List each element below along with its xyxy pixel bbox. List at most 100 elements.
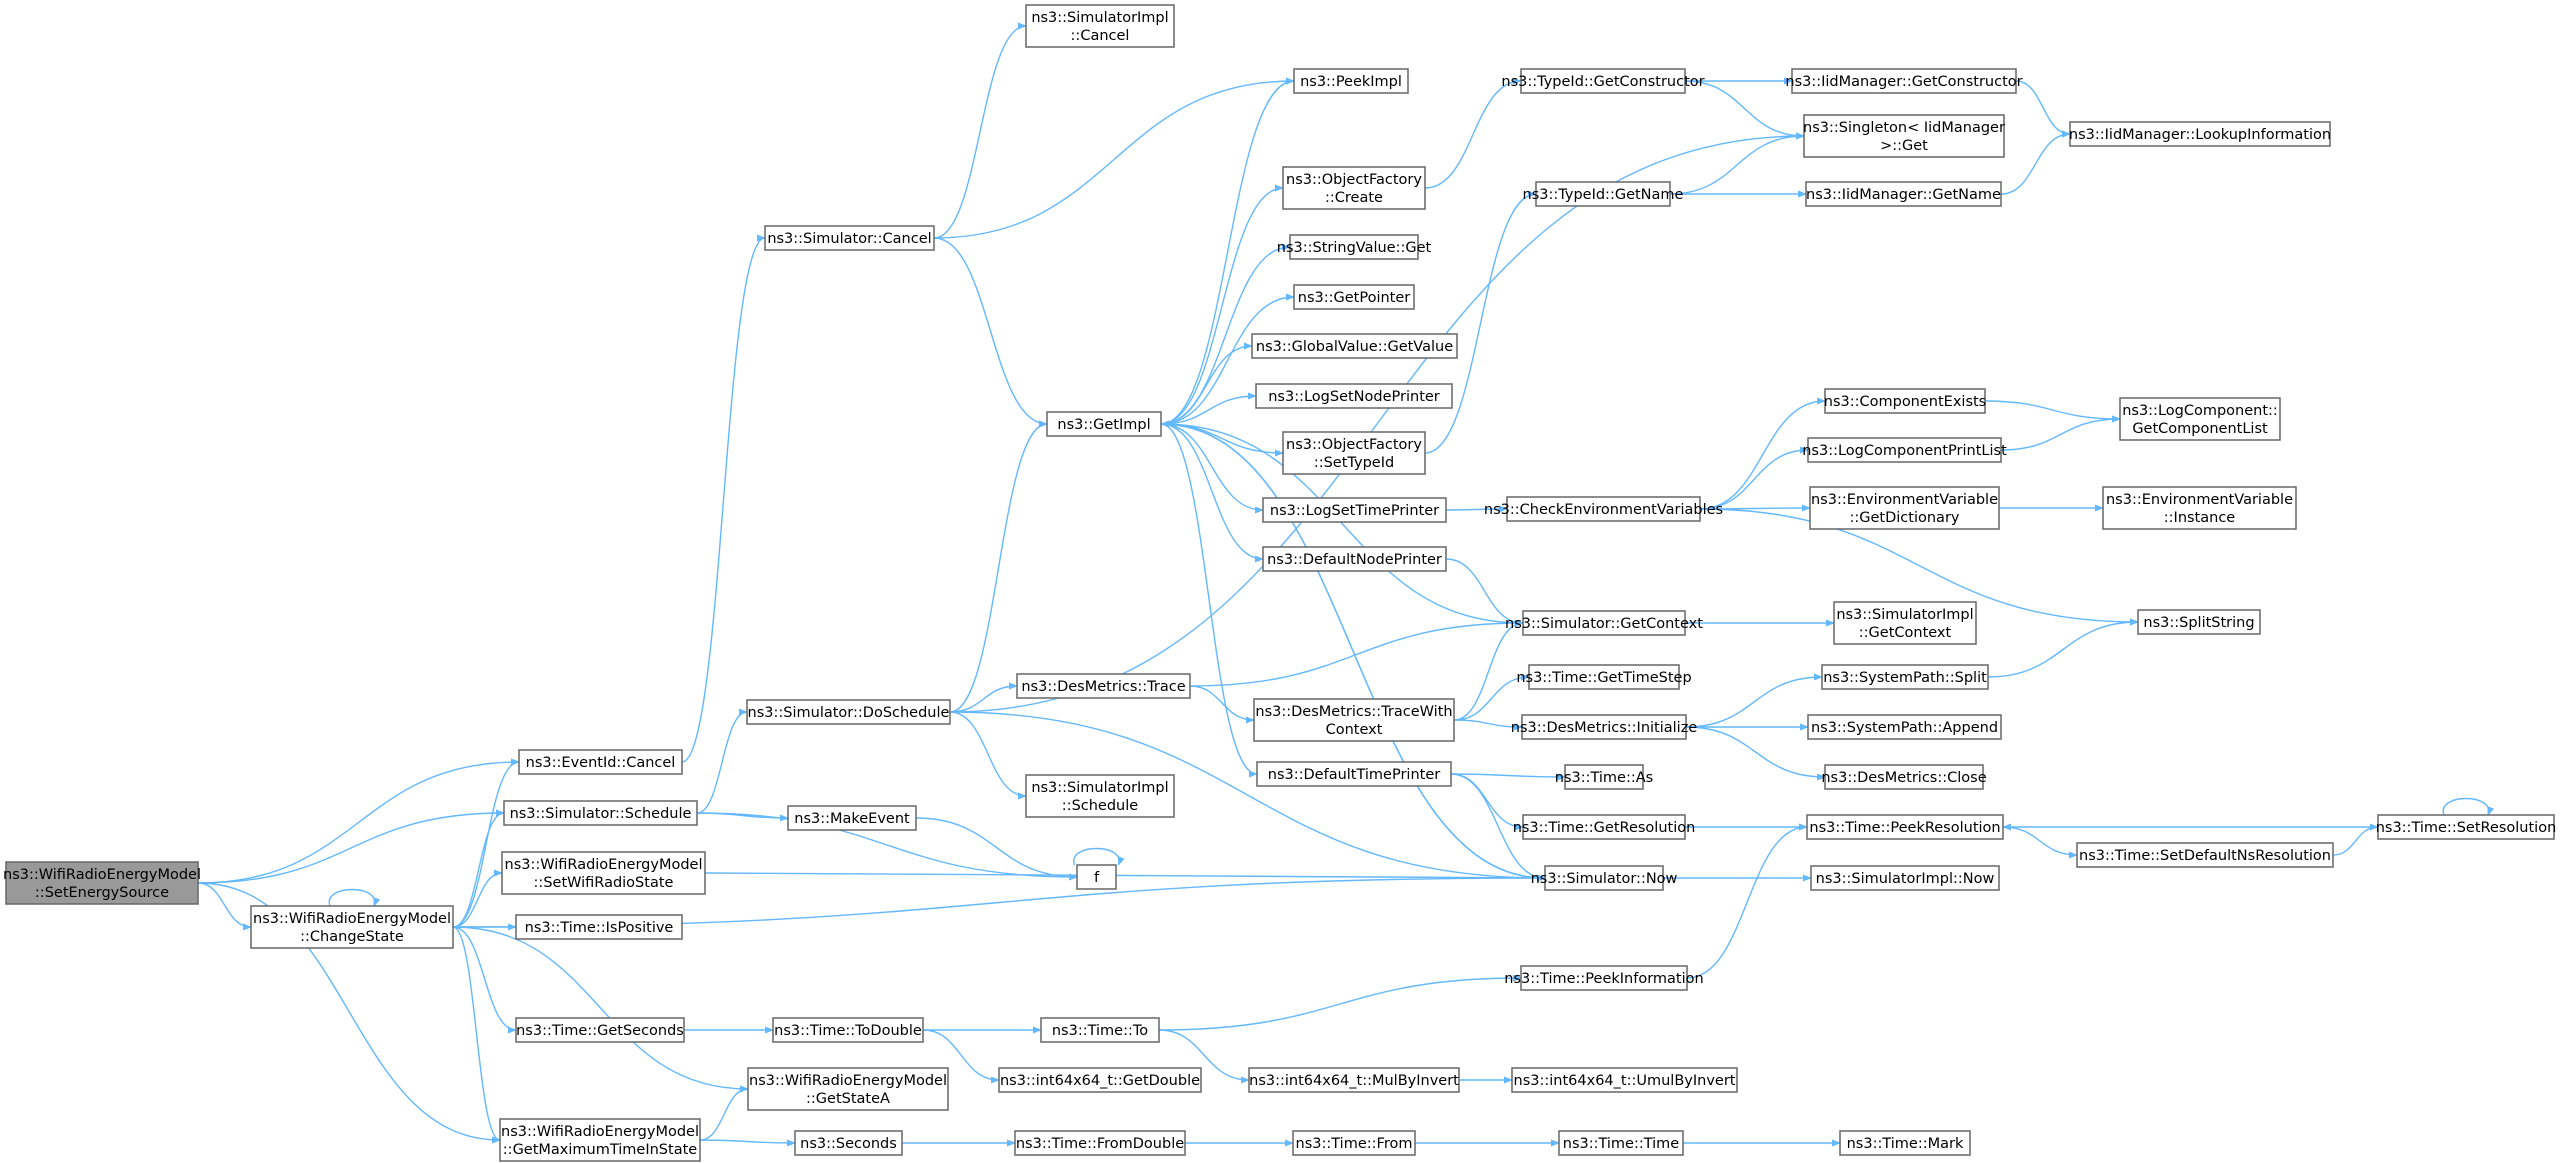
node-ns3-eventid-cancel[interactable]: ns3::EventId::Cancel [518, 749, 683, 775]
node-label: ::Cancel [1071, 28, 1130, 44]
edge-line [1424, 77, 1522, 189]
node-label: ns3::SystemPath::Append [1811, 720, 1998, 736]
node-ns3-logcomponent-getcomponentlist[interactable]: ns3::LogComponent::GetComponentList [2119, 397, 2281, 441]
edge-line [1160, 423, 1258, 778]
node-ns3-objectfactory-settypeid[interactable]: ns3::ObjectFactory::SetTypeId [1282, 431, 1426, 475]
node-ns3-time-as[interactable]: ns3::Time::As [1555, 764, 1653, 790]
edge-n12-to-n43 [704, 872, 1546, 882]
node-label: ::GetContext [1859, 625, 1952, 641]
node-box [2119, 397, 2281, 441]
edge-line [1189, 685, 1255, 724]
node-ns3-iidmanager-getconstructor[interactable]: ns3::IidManager::GetConstructor [1785, 68, 2023, 94]
node-ns3-simulator-getcontext[interactable]: ns3::Simulator::GetContext [1505, 610, 1703, 636]
node-ns3-int64x64-t-umulbyinvert[interactable]: ns3::int64x64_t::UmulByInvert [1511, 1067, 1738, 1093]
node-box [2102, 486, 2297, 530]
node-box [515, 914, 683, 940]
node-ns3-defaultnodeprinter[interactable]: ns3::DefaultNodePrinter [1262, 546, 1447, 572]
node-ns3-wifiradioenergymodel-setenergysource[interactable]: ns3::WifiRadioEnergyModel::SetEnergySour… [3, 861, 201, 905]
node-ns3-logsetnodeprinter[interactable]: ns3::LogSetNodePrinter [1255, 383, 1453, 409]
node-ns3-time-peekinformation[interactable]: ns3::Time::PeekInformation [1504, 965, 1704, 991]
node-ns3-iidmanager-getname[interactable]: ns3::IidManager::GetName [1805, 181, 2002, 207]
node-ns3-simulator-cancel[interactable]: ns3::Simulator::Cancel [764, 225, 935, 251]
node-ns3-desmetrics-close[interactable]: ns3::DesMetrics::Close [1821, 764, 1987, 790]
node-ns3-seconds[interactable]: ns3::Seconds [794, 1130, 903, 1156]
node-ns3-checkenvironmentvariables[interactable]: ns3::CheckEnvironmentVariables [1484, 496, 1723, 522]
edge-n26-to-n38 [1189, 619, 1524, 687]
node-ns3-simulatorimpl-getcontext[interactable]: ns3::SimulatorImpl::GetContext [1833, 601, 1977, 645]
node-label: ns3::Time::IsPositive [525, 920, 674, 936]
node-ns3-simulatorimpl-now[interactable]: ns3::SimulatorImpl::Now [1810, 865, 2000, 891]
node-ns3-objectfactory-create[interactable]: ns3::ObjectFactory::Create [1282, 166, 1426, 210]
node-ns3-logsettimeprinter[interactable]: ns3::LogSetTimePrinter [1262, 497, 1447, 523]
node-ns3-componentexists[interactable]: ns3::ComponentExists [1824, 388, 1987, 414]
node-label: ns3::Time::GetTimeStep [1516, 670, 1691, 686]
node-f[interactable]: f [1076, 864, 1117, 890]
node-ns3-stringvalue-get[interactable]: ns3::StringValue::Get [1277, 234, 1432, 260]
node-ns3-time-setdefaultnsresolution[interactable]: ns3::Time::SetDefaultNsResolution [2076, 842, 2334, 868]
edge-n30-to-n44 [1158, 974, 1522, 1031]
node-ns3-environmentvariable-getdictionary[interactable]: ns3::EnvironmentVariable::GetDictionary [1809, 486, 2000, 530]
node-ns3-simulatorimpl-cancel[interactable]: ns3::SimulatorImpl::Cancel [1025, 4, 1175, 48]
node-label: ns3::WifiRadioEnergyModel [505, 857, 703, 873]
node-ns3-wifiradioenergymodel-changestate[interactable]: ns3::WifiRadioEnergyModel::ChangeState [250, 905, 454, 949]
node-ns3-peekimpl[interactable]: ns3::PeekImpl [1293, 68, 1409, 94]
node-ns3-time-fromdouble[interactable]: ns3::Time::FromDouble [1014, 1130, 1186, 1156]
node-label: ::ChangeState [300, 929, 404, 945]
node-ns3-globalvalue-getvalue[interactable]: ns3::GlobalValue::GetValue [1251, 333, 1458, 359]
edge-line [1160, 420, 1546, 879]
node-label: ns3::IidManager::GetName [1806, 187, 2001, 203]
node-box [1025, 774, 1175, 818]
node-ns3-simulator-schedule[interactable]: ns3::Simulator::Schedule [503, 800, 698, 826]
node-ns3-int64x64-t-mulbyinvert[interactable]: ns3::int64x64_t::MulByInvert [1248, 1067, 1460, 1093]
node-ns3-time-gettimestep[interactable]: ns3::Time::GetTimeStep [1516, 664, 1692, 690]
edge-n5-to-n8 [933, 237, 1048, 428]
edge-n50-to-n61 [1984, 400, 2121, 423]
node-box [1282, 431, 1426, 475]
node-ns3-time-getresolution[interactable]: ns3::Time::GetResolution [1513, 814, 1696, 840]
node-ns3-desmetrics-initialize[interactable]: ns3::DesMetrics::Initialize [1511, 714, 1698, 740]
node-ns3-wifiradioenergymodel-setwifiradiostate[interactable]: ns3::WifiRadioEnergyModel::SetWifiRadioS… [501, 851, 706, 895]
node-ns3-simulatorimpl-schedule[interactable]: ns3::SimulatorImpl::Schedule [1025, 774, 1175, 818]
node-ns3-time-todouble[interactable]: ns3::Time::ToDouble [772, 1017, 924, 1043]
edge-n11-to-n11 [1073, 847, 1125, 866]
node-ns3-simulator-doschedule[interactable]: ns3::Simulator::DoSchedule [746, 699, 951, 725]
node-ns3-time-mark[interactable]: ns3::Time::Mark [1839, 1130, 1971, 1156]
node-ns3-simulator-now[interactable]: ns3::Simulator::Now [1531, 865, 1678, 891]
node-ns3-typeid-getname[interactable]: ns3::TypeId::GetName [1523, 181, 1684, 207]
node-ns3-time-time[interactable]: ns3::Time::Time [1558, 1130, 1684, 1156]
node-ns3-systempath-split[interactable]: ns3::SystemPath::Split [1821, 664, 1989, 690]
edge-n44-to-n57 [1686, 823, 1808, 979]
node-ns3-defaulttimeprinter[interactable]: ns3::DefaultTimePrinter [1256, 761, 1452, 787]
node-ns3-time-ispositive[interactable]: ns3::Time::IsPositive [515, 914, 683, 940]
node-label: ::GetStateA [806, 1091, 890, 1107]
node-ns3-singleton-iidmanager-get[interactable]: ns3::Singleton< IidManager>::Get [1803, 114, 2005, 158]
node-ns3-systempath-append[interactable]: ns3::SystemPath::Append [1807, 714, 2002, 740]
node-ns3-desmetrics-trace[interactable]: ns3::DesMetrics::Trace [1016, 673, 1191, 699]
node-box [998, 1067, 1202, 1093]
edge-line [1158, 1029, 1250, 1084]
node-ns3-time-getseconds[interactable]: ns3::Time::GetSeconds [515, 1017, 685, 1043]
node-ns3-time-peekresolution[interactable]: ns3::Time::PeekResolution [1806, 814, 2004, 840]
node-ns3-splitstring[interactable]: ns3::SplitString [2137, 609, 2261, 635]
node-box [1262, 497, 1447, 523]
node-ns3-environmentvariable-instance[interactable]: ns3::EnvironmentVariable::Instance [2102, 486, 2297, 530]
node-ns3-int64x64-t-getdouble[interactable]: ns3::int64x64_t::GetDouble [998, 1067, 1202, 1093]
node-ns3-time-to[interactable]: ns3::Time::To [1040, 1017, 1160, 1043]
node-ns3-wifiradioenergymodel-getstatea[interactable]: ns3::WifiRadioEnergyModel::GetStateA [747, 1067, 949, 1111]
node-ns3-time-from[interactable]: ns3::Time::From [1292, 1130, 1416, 1156]
node-box [2377, 814, 2555, 840]
edge-n37-to-n50 [1699, 397, 1826, 510]
node-ns3-getpointer[interactable]: ns3::GetPointer [1293, 284, 1415, 310]
node-ns3-logcomponentprintlist[interactable]: ns3::LogComponentPrintList [1802, 437, 2007, 463]
node-label: ns3::Seconds [800, 1136, 897, 1152]
node-ns3-iidmanager-lookupinformation[interactable]: ns3::IidManager::LookupInformation [2069, 121, 2331, 147]
edge-n3-to-n1 [452, 758, 520, 928]
node-ns3-time-setresolution[interactable]: ns3::Time::SetResolution [2376, 814, 2557, 840]
edge-n4-to-n15 [699, 1085, 749, 1141]
node-ns3-getimpl[interactable]: ns3::GetImpl [1046, 411, 1162, 437]
node-ns3-typeid-getconstructor[interactable]: ns3::TypeId::GetConstructor [1501, 68, 1705, 94]
node-box [1256, 761, 1452, 787]
node-ns3-wifiradioenergymodel-getmaximumtimeinstate[interactable]: ns3::WifiRadioEnergyModel::GetMaximumTim… [499, 1118, 701, 1162]
node-ns3-makeevent[interactable]: ns3::MakeEvent [787, 805, 917, 831]
